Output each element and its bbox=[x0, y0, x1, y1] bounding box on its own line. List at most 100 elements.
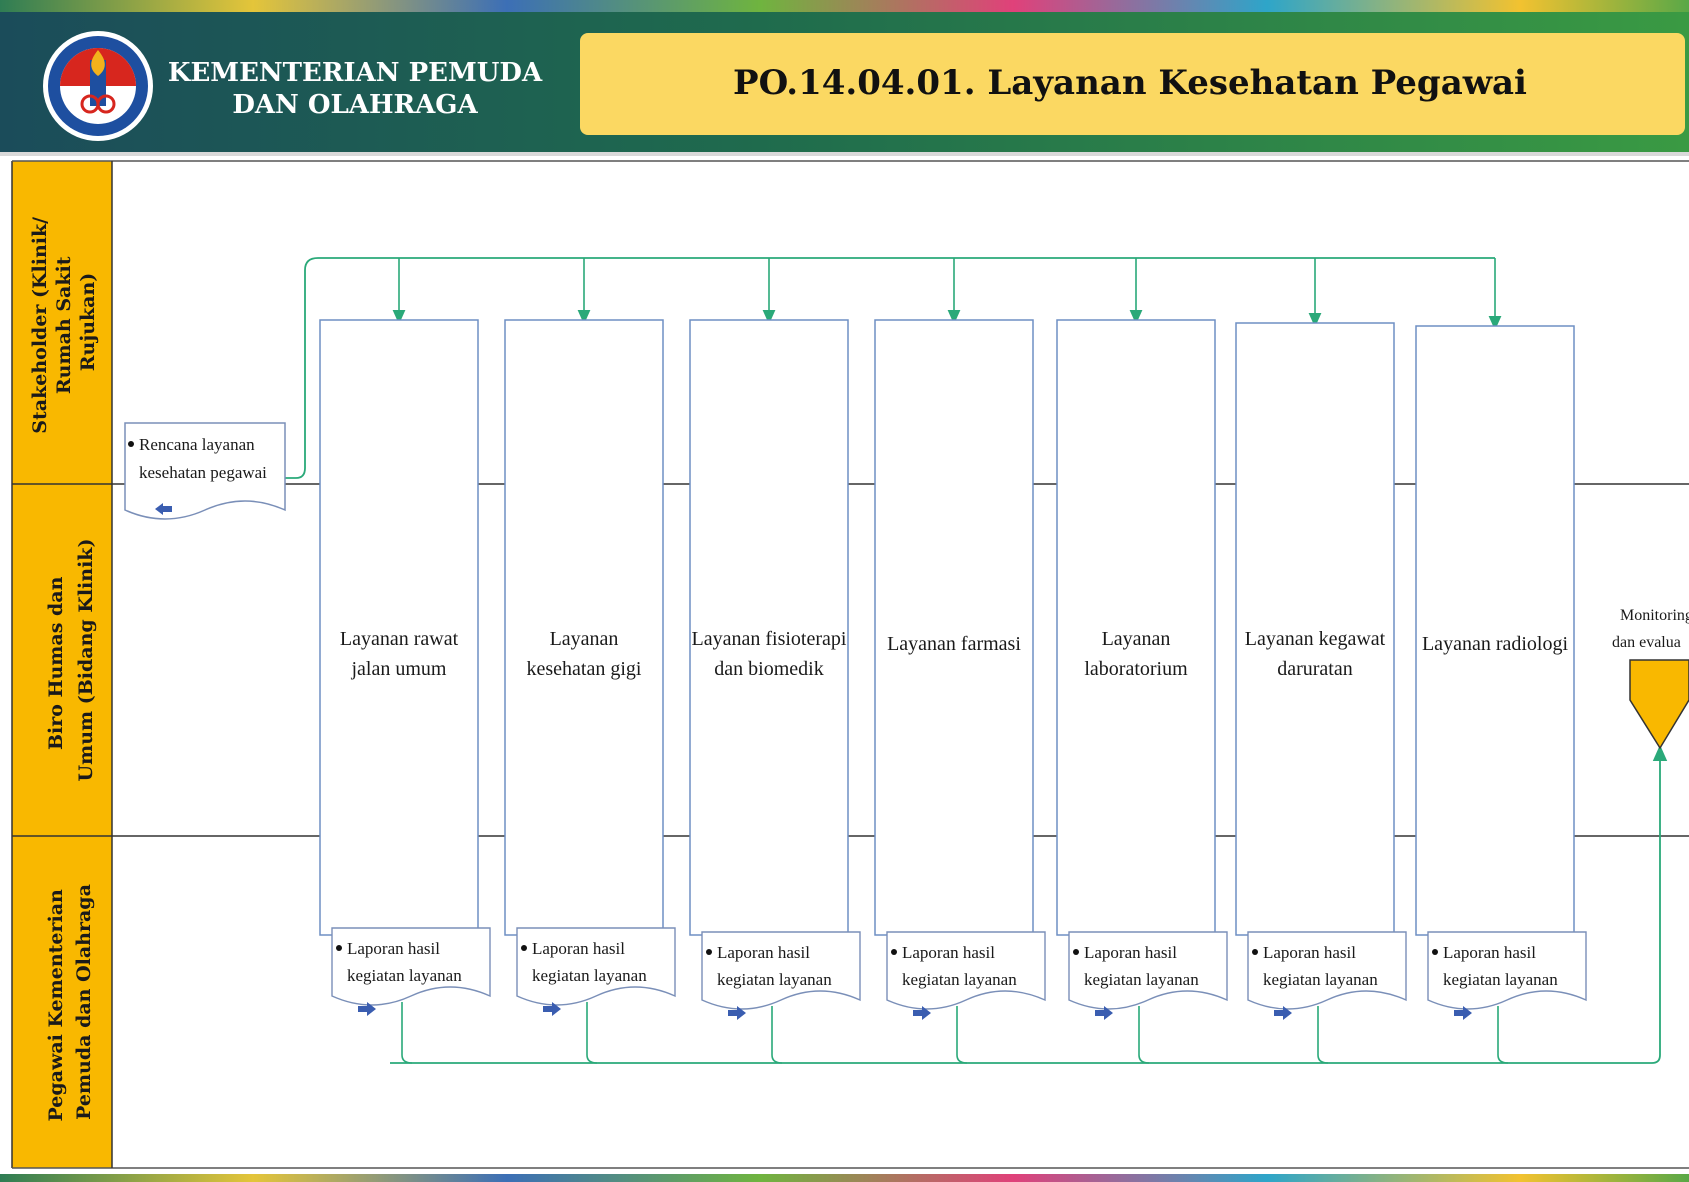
connector-lines bbox=[285, 257, 1668, 1064]
report-document-line1: Laporan hasil bbox=[1263, 943, 1356, 962]
report-document-line1: Laporan hasil bbox=[1443, 943, 1536, 962]
report-document-line1: Laporan hasil bbox=[717, 943, 810, 962]
report-document-text: Laporan hasil kegiatan layanan bbox=[1084, 943, 1199, 989]
process-label-line1: Layanan kegawat bbox=[1245, 628, 1386, 650]
report-document-line2: kegiatan layanan bbox=[532, 966, 647, 985]
process-label-line1: Layanan bbox=[1102, 628, 1171, 650]
report-document-line1: Laporan hasil bbox=[1084, 943, 1177, 962]
arrow-right-icon bbox=[543, 1002, 561, 1016]
report-document-text: Laporan hasil kegiatan layanan bbox=[532, 939, 647, 985]
report-documents: Laporan hasil kegiatan layanan Laporan has… bbox=[331, 927, 1587, 1020]
bullet-icon bbox=[521, 945, 527, 951]
report-document-line2: kegiatan layanan bbox=[1084, 970, 1199, 989]
process-label: Layanan fisioterapi dan biomedik bbox=[692, 628, 847, 680]
arrow-right-icon bbox=[1274, 1006, 1292, 1020]
arrow-right-icon bbox=[1095, 1006, 1113, 1020]
process-label: Layanan rawat jalan umum bbox=[340, 628, 459, 680]
lane-biro-humas-label: Biro Humas dan Umum (Bidang Klinik) bbox=[45, 539, 97, 782]
lane-label-stakeholder bbox=[12, 161, 112, 484]
page-title: PO.14.04.01. Layanan Kesehatan Pegawai bbox=[733, 63, 1527, 103]
process-box bbox=[1415, 325, 1575, 936]
connector-out-of-report bbox=[586, 1002, 598, 1064]
bullet-icon bbox=[336, 945, 342, 951]
org-name-line1: KEMENTERIAN PEMUDA bbox=[168, 58, 543, 88]
process-box bbox=[1235, 322, 1395, 936]
report-document-text: Laporan hasil kegiatan layanan bbox=[717, 943, 832, 989]
ministry-logo bbox=[43, 31, 153, 141]
report-document-line1: Laporan hasil bbox=[532, 939, 625, 958]
process-label-line2: daruratan bbox=[1277, 658, 1353, 680]
report-document-line2: kegiatan layanan bbox=[902, 970, 1017, 989]
start-document: Rencana layanan kesehatan pegawai bbox=[124, 422, 286, 520]
report-document bbox=[1247, 931, 1407, 1010]
report-document bbox=[1427, 931, 1587, 1010]
process-box bbox=[874, 319, 1034, 936]
process-label-line1: Layanan farmasi bbox=[887, 633, 1021, 655]
report-document-line2: kegiatan layanan bbox=[717, 970, 832, 989]
lane-label-pegawai bbox=[12, 836, 112, 1168]
arrow-right-icon bbox=[728, 1006, 746, 1020]
bottom-stripe bbox=[0, 1174, 1689, 1182]
report-document-text: Laporan hasil kegiatan layanan bbox=[902, 943, 1017, 989]
report-document bbox=[516, 927, 676, 1006]
swimlanes: Stakeholder (Klinik/ Rumah Sakit Rujukan… bbox=[11, 160, 1689, 1169]
process-box bbox=[504, 319, 664, 936]
process-box bbox=[319, 319, 479, 936]
off-page-connector-shape bbox=[1629, 659, 1689, 750]
lane-label-biro-humas bbox=[12, 484, 112, 836]
top-stripe bbox=[0, 0, 1689, 12]
process-label-line2: kesehatan gigi bbox=[527, 658, 642, 680]
connector-out-of-report bbox=[956, 1006, 968, 1064]
process-label-line1: Layanan rawat bbox=[340, 628, 459, 650]
bullet-icon bbox=[128, 441, 134, 447]
connector-out-of-report bbox=[1317, 1006, 1329, 1064]
process-label: Layanan laboratorium bbox=[1084, 628, 1188, 680]
connector-out-of-report bbox=[1497, 1006, 1509, 1064]
start-document-shape bbox=[124, 422, 286, 520]
process-label-line1: Layanan radiologi bbox=[1422, 633, 1568, 655]
bullet-icon bbox=[1252, 949, 1258, 955]
process-label-line2: laboratorium bbox=[1084, 658, 1188, 680]
process-boxes: Layanan rawat jalan umum Layanan kesehatan … bbox=[319, 319, 1575, 936]
report-document-line2: kegiatan layanan bbox=[1263, 970, 1378, 989]
connector-out-of-report bbox=[401, 1002, 413, 1064]
lane-stakeholder-label: Stakeholder (Klinik/ Rumah Sakit Rujukan… bbox=[29, 210, 99, 433]
connector-out-of-report bbox=[771, 1006, 783, 1064]
process-label: Layanan kegawat daruratan bbox=[1245, 628, 1386, 680]
process-label-line1: Layanan fisioterapi bbox=[692, 628, 847, 650]
bullet-icon bbox=[706, 949, 712, 955]
lane-pegawai-label: Pegawai Kementerian Pemuda dan Olahraga bbox=[45, 883, 95, 1122]
header: KEMENTERIAN PEMUDA DAN OLAHRAGA PO.14.04… bbox=[0, 0, 1689, 156]
process-label: Layanan radiologi bbox=[1422, 633, 1568, 655]
process-label: Layanan farmasi bbox=[887, 633, 1021, 655]
monitoring-label: Monitoring dan evalua bbox=[1612, 607, 1689, 651]
report-document-line2: kegiatan layanan bbox=[347, 966, 462, 985]
report-document-line1: Laporan hasil bbox=[902, 943, 995, 962]
arrow-right-icon bbox=[358, 1002, 376, 1016]
monitoring-node: Monitoring dan evalua bbox=[1612, 607, 1689, 750]
report-document-text: Laporan hasil kegiatan layanan bbox=[1263, 943, 1378, 989]
bullet-icon bbox=[1073, 949, 1079, 955]
report-document bbox=[886, 931, 1046, 1010]
process-box bbox=[1056, 319, 1216, 936]
process-label: Layanan kesehatan gigi bbox=[527, 628, 642, 680]
report-document bbox=[701, 931, 861, 1010]
arrow-left-icon bbox=[155, 503, 172, 515]
report-document bbox=[1068, 931, 1228, 1010]
org-name-line2: DAN OLAHRAGA bbox=[232, 90, 478, 120]
connector-out-of-report bbox=[1138, 1006, 1150, 1064]
arrow-right-icon bbox=[913, 1006, 931, 1020]
bullet-icon bbox=[891, 949, 897, 955]
process-label-line1: Layanan bbox=[550, 628, 619, 650]
process-label-line2: dan biomedik bbox=[714, 658, 823, 680]
title-box bbox=[580, 33, 1685, 135]
start-document-text: Rencana layanan kesehatan pegawai bbox=[139, 435, 267, 482]
process-label-line2: jalan umum bbox=[351, 658, 447, 680]
arrow-right-icon bbox=[1454, 1006, 1472, 1020]
connector-top-feeder bbox=[285, 257, 1495, 479]
connector-bottom-return bbox=[390, 744, 1668, 1064]
header-divider bbox=[0, 152, 1689, 156]
